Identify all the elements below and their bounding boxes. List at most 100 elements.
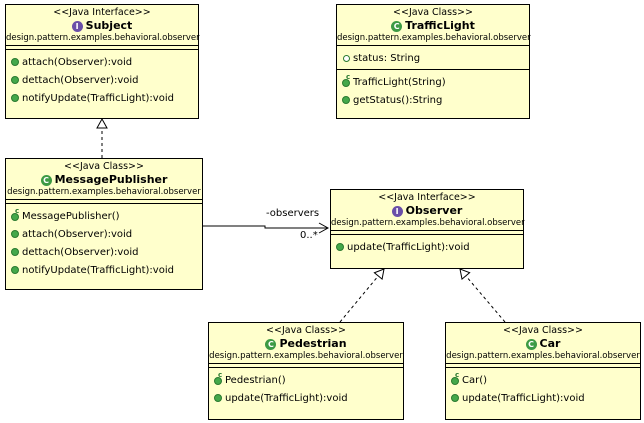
public-method-icon (342, 96, 350, 104)
method-row[interactable]: notifyUpdate(TrafficLight):void (6, 89, 198, 107)
package-label: design.pattern.examples.behavioral.obser… (331, 218, 525, 228)
attributes-compartment (446, 364, 640, 368)
public-method-icon (214, 394, 222, 402)
message-publisher-title: C MessagePublisher (40, 173, 168, 187)
observer-title: I Observer (391, 204, 463, 218)
public-method-icon (11, 266, 19, 274)
package-label: design.pattern.examples.behavioral.obser… (337, 33, 531, 43)
public-method-icon (336, 243, 344, 251)
package-label: design.pattern.examples.behavioral.obser… (209, 351, 403, 361)
interface-icon: I (391, 205, 403, 217)
observer-interface-box[interactable]: <<Java Interface>> I Observer design.pat… (330, 189, 525, 269)
constructor-icon: c (451, 371, 459, 385)
pedestrian-title: C Pedestrian (265, 337, 347, 351)
method-row[interactable]: notifyUpdate(TrafficLight):void (6, 261, 202, 279)
class-name: Subject (85, 19, 133, 32)
method-label: attach(Observer):void (22, 228, 133, 240)
method-label: dettach(Observer):void (22, 74, 139, 86)
subject-header: <<Java Interface>> I Subject design.patt… (6, 5, 200, 46)
message-publisher-header: <<Java Class>> C MessagePublisher design… (6, 159, 202, 200)
constructor-label: Pedestrian() (225, 374, 286, 386)
car-title: C Car (525, 337, 561, 351)
attributes-compartment (6, 200, 202, 204)
constructor-label: MessagePublisher() (22, 210, 120, 222)
method-row[interactable]: attach(Observer):void (6, 225, 202, 243)
method-label: update(TrafficLight):void (347, 241, 470, 253)
field-label: status: String (353, 52, 421, 64)
stereotype-label: <<Java Class>> (266, 325, 346, 336)
method-row[interactable]: update(TrafficLight):void (209, 389, 403, 407)
public-method-icon (11, 58, 19, 66)
message-publisher-class-box[interactable]: <<Java Class>> C MessagePublisher design… (5, 158, 203, 290)
pedestrian-class-box[interactable]: <<Java Class>> C Pedestrian design.patte… (208, 322, 404, 420)
stereotype-label: <<Java Class>> (503, 325, 583, 336)
traffic-light-header: <<Java Class>> C TrafficLight design.pat… (337, 5, 531, 46)
method-row[interactable]: dettach(Observer):void (6, 243, 202, 261)
method-label: getStatus():String (353, 94, 443, 106)
public-method-icon (11, 248, 19, 256)
public-method-icon (11, 230, 19, 238)
method-row[interactable]: attach(Observer):void (6, 53, 198, 71)
public-method-icon (451, 394, 459, 402)
class-name: Car (539, 337, 561, 350)
realization-car-observer (459, 268, 506, 323)
method-row[interactable]: update(TrafficLight):void (331, 238, 523, 256)
stereotype-label: <<Java Interface>> (53, 7, 151, 18)
method-label: dettach(Observer):void (22, 246, 139, 258)
class-icon: C (265, 338, 277, 350)
association-multiplicity-label: 0..* (300, 230, 318, 241)
package-label: design.pattern.examples.behavioral.obser… (6, 33, 200, 43)
association-publisher-observer (203, 222, 330, 234)
subject-title: I Subject (71, 19, 133, 33)
car-class-box[interactable]: <<Java Class>> C Car design.pattern.exam… (445, 322, 641, 420)
traffic-light-title: C TrafficLight (391, 19, 475, 33)
stereotype-label: <<Java Class>> (64, 161, 144, 172)
attributes-compartment (209, 364, 403, 368)
class-icon: C (40, 174, 52, 186)
class-icon: C (525, 338, 537, 350)
method-label: notifyUpdate(TrafficLight):void (22, 264, 174, 276)
stereotype-label: <<Java Interface>> (378, 192, 476, 203)
attributes-compartment (6, 46, 198, 50)
realization-pedestrian-observer (339, 268, 385, 323)
method-label: update(TrafficLight):void (225, 392, 348, 404)
public-method-icon (11, 94, 19, 102)
class-name: Observer (405, 204, 463, 217)
constructor-icon: c (11, 207, 19, 221)
subject-interface-box[interactable]: <<Java Interface>> I Subject design.patt… (5, 4, 200, 119)
method-row[interactable]: update(TrafficLight):void (446, 389, 640, 407)
class-name: MessagePublisher (54, 173, 168, 186)
class-name: Pedestrian (279, 337, 347, 350)
pedestrian-header: <<Java Class>> C Pedestrian design.patte… (209, 323, 403, 364)
package-label: design.pattern.examples.behavioral.obser… (446, 351, 640, 361)
method-row[interactable]: getStatus():String (337, 91, 529, 109)
constructor-icon: c (214, 371, 222, 385)
methods-compartment: attach(Observer):void dettach(Observer):… (6, 50, 198, 109)
observer-header: <<Java Interface>> I Observer design.pat… (331, 190, 525, 231)
interface-icon: I (71, 20, 83, 32)
field-icon (343, 54, 350, 62)
association-role-label: -observers (266, 208, 320, 219)
class-icon: C (391, 20, 403, 32)
car-header: <<Java Class>> C Car design.pattern.exam… (446, 323, 640, 364)
method-row[interactable]: dettach(Observer):void (6, 71, 198, 89)
traffic-light-class-box[interactable]: <<Java Class>> C TrafficLight design.pat… (336, 4, 531, 119)
constructor-icon: c (342, 73, 350, 87)
constructor-label: Car() (462, 374, 488, 386)
method-label: notifyUpdate(TrafficLight):void (22, 92, 174, 104)
package-label: design.pattern.examples.behavioral.obser… (7, 187, 201, 197)
attributes-compartment (331, 231, 523, 235)
attributes-compartment: status: String (337, 46, 529, 70)
field-row[interactable]: status: String (337, 49, 529, 67)
method-label: update(TrafficLight):void (462, 392, 585, 404)
public-method-icon (11, 76, 19, 84)
